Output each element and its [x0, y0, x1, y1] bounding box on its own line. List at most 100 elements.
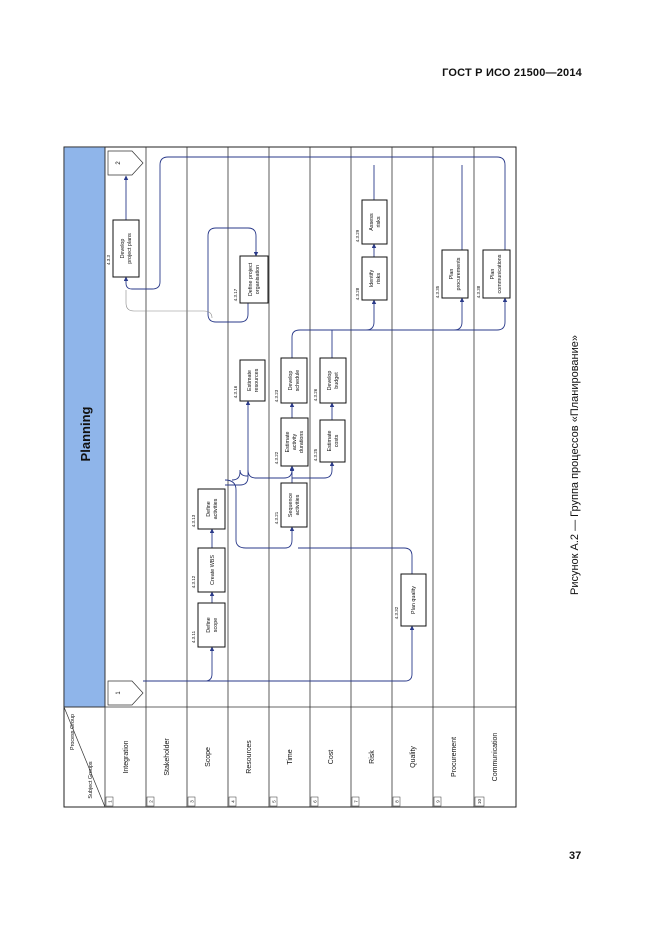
lane-label-time: Time [287, 749, 294, 764]
process-plan-communications: 4.3.38 Plan communications [476, 249, 511, 299]
connector-in: 1 [107, 680, 144, 706]
svg-text:activity: activity [292, 433, 298, 450]
svg-text:4.3.16: 4.3.16 [233, 385, 238, 398]
lane-label-communication: Communication [492, 733, 499, 782]
svg-text:risks: risks [376, 216, 382, 227]
svg-text:Define: Define [206, 501, 212, 517]
svg-text:4.3.32: 4.3.32 [394, 606, 399, 619]
process-assess-risks: 4.3.29 Assess risks [355, 199, 388, 245]
svg-text:costs: costs [334, 434, 340, 447]
svg-text:Estimate: Estimate [327, 431, 333, 452]
lane-headers: 1 Integration 2 Stakeholder 3 Scope 4 Re… [105, 733, 499, 807]
lane-number: 8 [395, 800, 400, 803]
svg-text:risks: risks [376, 273, 382, 284]
svg-text:4.3.3: 4.3.3 [106, 255, 111, 266]
page-number: 37 [569, 850, 582, 862]
lane-label-cost: Cost [328, 750, 335, 764]
svg-text:project plans: project plans [127, 233, 133, 264]
svg-text:Sequence: Sequence [288, 493, 294, 517]
process-develop-budget: 4.3.26 Develop budget [313, 357, 347, 404]
svg-text:4.3.25: 4.3.25 [313, 448, 318, 461]
svg-text:Create WBS: Create WBS [210, 555, 216, 585]
svg-text:Plan quality: Plan quality [411, 586, 417, 614]
svg-text:2: 2 [116, 161, 122, 165]
svg-text:Define project: Define project [248, 262, 254, 296]
lane-label-resources: Resources [246, 740, 253, 774]
grey-link [125, 290, 213, 319]
process-sequence-activities: 4.3.21 Sequence activities [274, 482, 308, 528]
process-plan-quality: 4.3.32 Plan quality [394, 573, 427, 627]
process-estimate-resources: 4.3.16 Estimate resources [233, 359, 266, 402]
connector-out: 2 [107, 150, 144, 176]
lane-label-stakeholder: Stakeholder [164, 738, 171, 776]
lane-label-risk: Risk [369, 750, 376, 764]
svg-text:4.3.22: 4.3.22 [274, 451, 279, 464]
lane-label-integration: Integration [123, 740, 130, 773]
svg-text:4.3.35: 4.3.35 [435, 285, 440, 298]
svg-text:4.3.11: 4.3.11 [191, 630, 196, 643]
process-develop-project-plans: 4.3.3 Develop project plans [106, 219, 140, 278]
process-define-scope: 4.3.11 Define scope [191, 602, 226, 648]
svg-text:communications: communications [497, 254, 503, 293]
svg-text:Identify: Identify [369, 270, 375, 288]
svg-text:1: 1 [116, 691, 122, 695]
process-plan-procurements: 4.3.35 Plan procurements [435, 249, 469, 299]
svg-text:4.3.26: 4.3.26 [313, 388, 318, 401]
lane-label-procurement: Procurement [451, 737, 458, 777]
svg-text:schedule: schedule [295, 370, 301, 392]
svg-text:Estimate: Estimate [285, 432, 291, 453]
lane-number: 2 [149, 800, 154, 803]
process-define-activities: 4.3.13 Define activities [191, 488, 226, 530]
svg-text:Develop: Develop [120, 239, 126, 259]
lane-label-quality: Quality [410, 746, 417, 768]
svg-text:activities: activities [213, 498, 219, 519]
corner-diagonal [63, 706, 106, 808]
svg-text:4.3.12: 4.3.12 [191, 575, 196, 588]
diagram-title: Planning [78, 406, 93, 461]
svg-text:4.3.21: 4.3.21 [274, 511, 279, 524]
lane-number: 7 [354, 800, 359, 803]
process-estimate-activity-durations: 4.3.22 Estimate activity durations [274, 417, 309, 467]
svg-text:4.3.29: 4.3.29 [355, 229, 360, 242]
lane-number: 3 [190, 800, 195, 803]
figure-caption: Рисунок А.2 — Группа процессов «Планиров… [569, 334, 581, 596]
svg-text:Assess: Assess [369, 213, 375, 231]
svg-text:Plan: Plan [490, 269, 496, 280]
svg-text:4.3.23: 4.3.23 [274, 389, 279, 402]
svg-text:Define: Define [206, 617, 212, 633]
svg-text:activities: activities [295, 494, 301, 515]
svg-text:Develop: Develop [288, 371, 294, 391]
lane-number: 6 [313, 800, 318, 803]
svg-text:Estimate: Estimate [247, 370, 253, 391]
svg-text:budget: budget [334, 372, 340, 389]
svg-text:4.3.38: 4.3.38 [476, 285, 481, 298]
lane-number: 9 [436, 800, 441, 803]
svg-text:procurements: procurements [456, 257, 462, 290]
corner-subject-groups: Subject Groups [88, 761, 94, 798]
lane-number: 4 [231, 800, 236, 803]
standard-header: ГОСТ Р ИСО 21500—2014 [442, 67, 582, 79]
svg-text:Plan: Plan [449, 269, 455, 280]
lane-number: 5 [272, 800, 277, 803]
process-develop-schedule: 4.3.23 Develop schedule [274, 357, 308, 404]
flow-lines [123, 156, 508, 682]
svg-text:4.3.13: 4.3.13 [191, 514, 196, 527]
process-estimate-costs: 4.3.25 Estimate costs [313, 419, 346, 463]
process-create-wbs: 4.3.12 Create WBS [191, 547, 226, 593]
svg-text:resources: resources [254, 368, 260, 392]
lane-number: 1 [108, 800, 113, 803]
process-identify-risks: 4.3.28 Identify risks [355, 256, 388, 301]
svg-text:4.3.28: 4.3.28 [355, 287, 360, 300]
lane-number: 10 [477, 799, 482, 805]
process-boxes: 4.3.3 Develop project plans 4.3.11 Defin… [106, 199, 511, 648]
svg-text:4.3.17: 4.3.17 [233, 288, 238, 301]
corner-process-group: Process Group [70, 714, 76, 750]
lane-label-scope: Scope [205, 747, 212, 767]
svg-text:scope: scope [213, 618, 219, 632]
lane-separators [64, 147, 516, 807]
process-define-project-organisation: 4.3.17 Define project organisation [233, 255, 269, 304]
svg-text:Develop: Develop [327, 371, 333, 391]
svg-text:organisation: organisation [255, 265, 261, 294]
svg-text:durations: durations [299, 431, 305, 453]
